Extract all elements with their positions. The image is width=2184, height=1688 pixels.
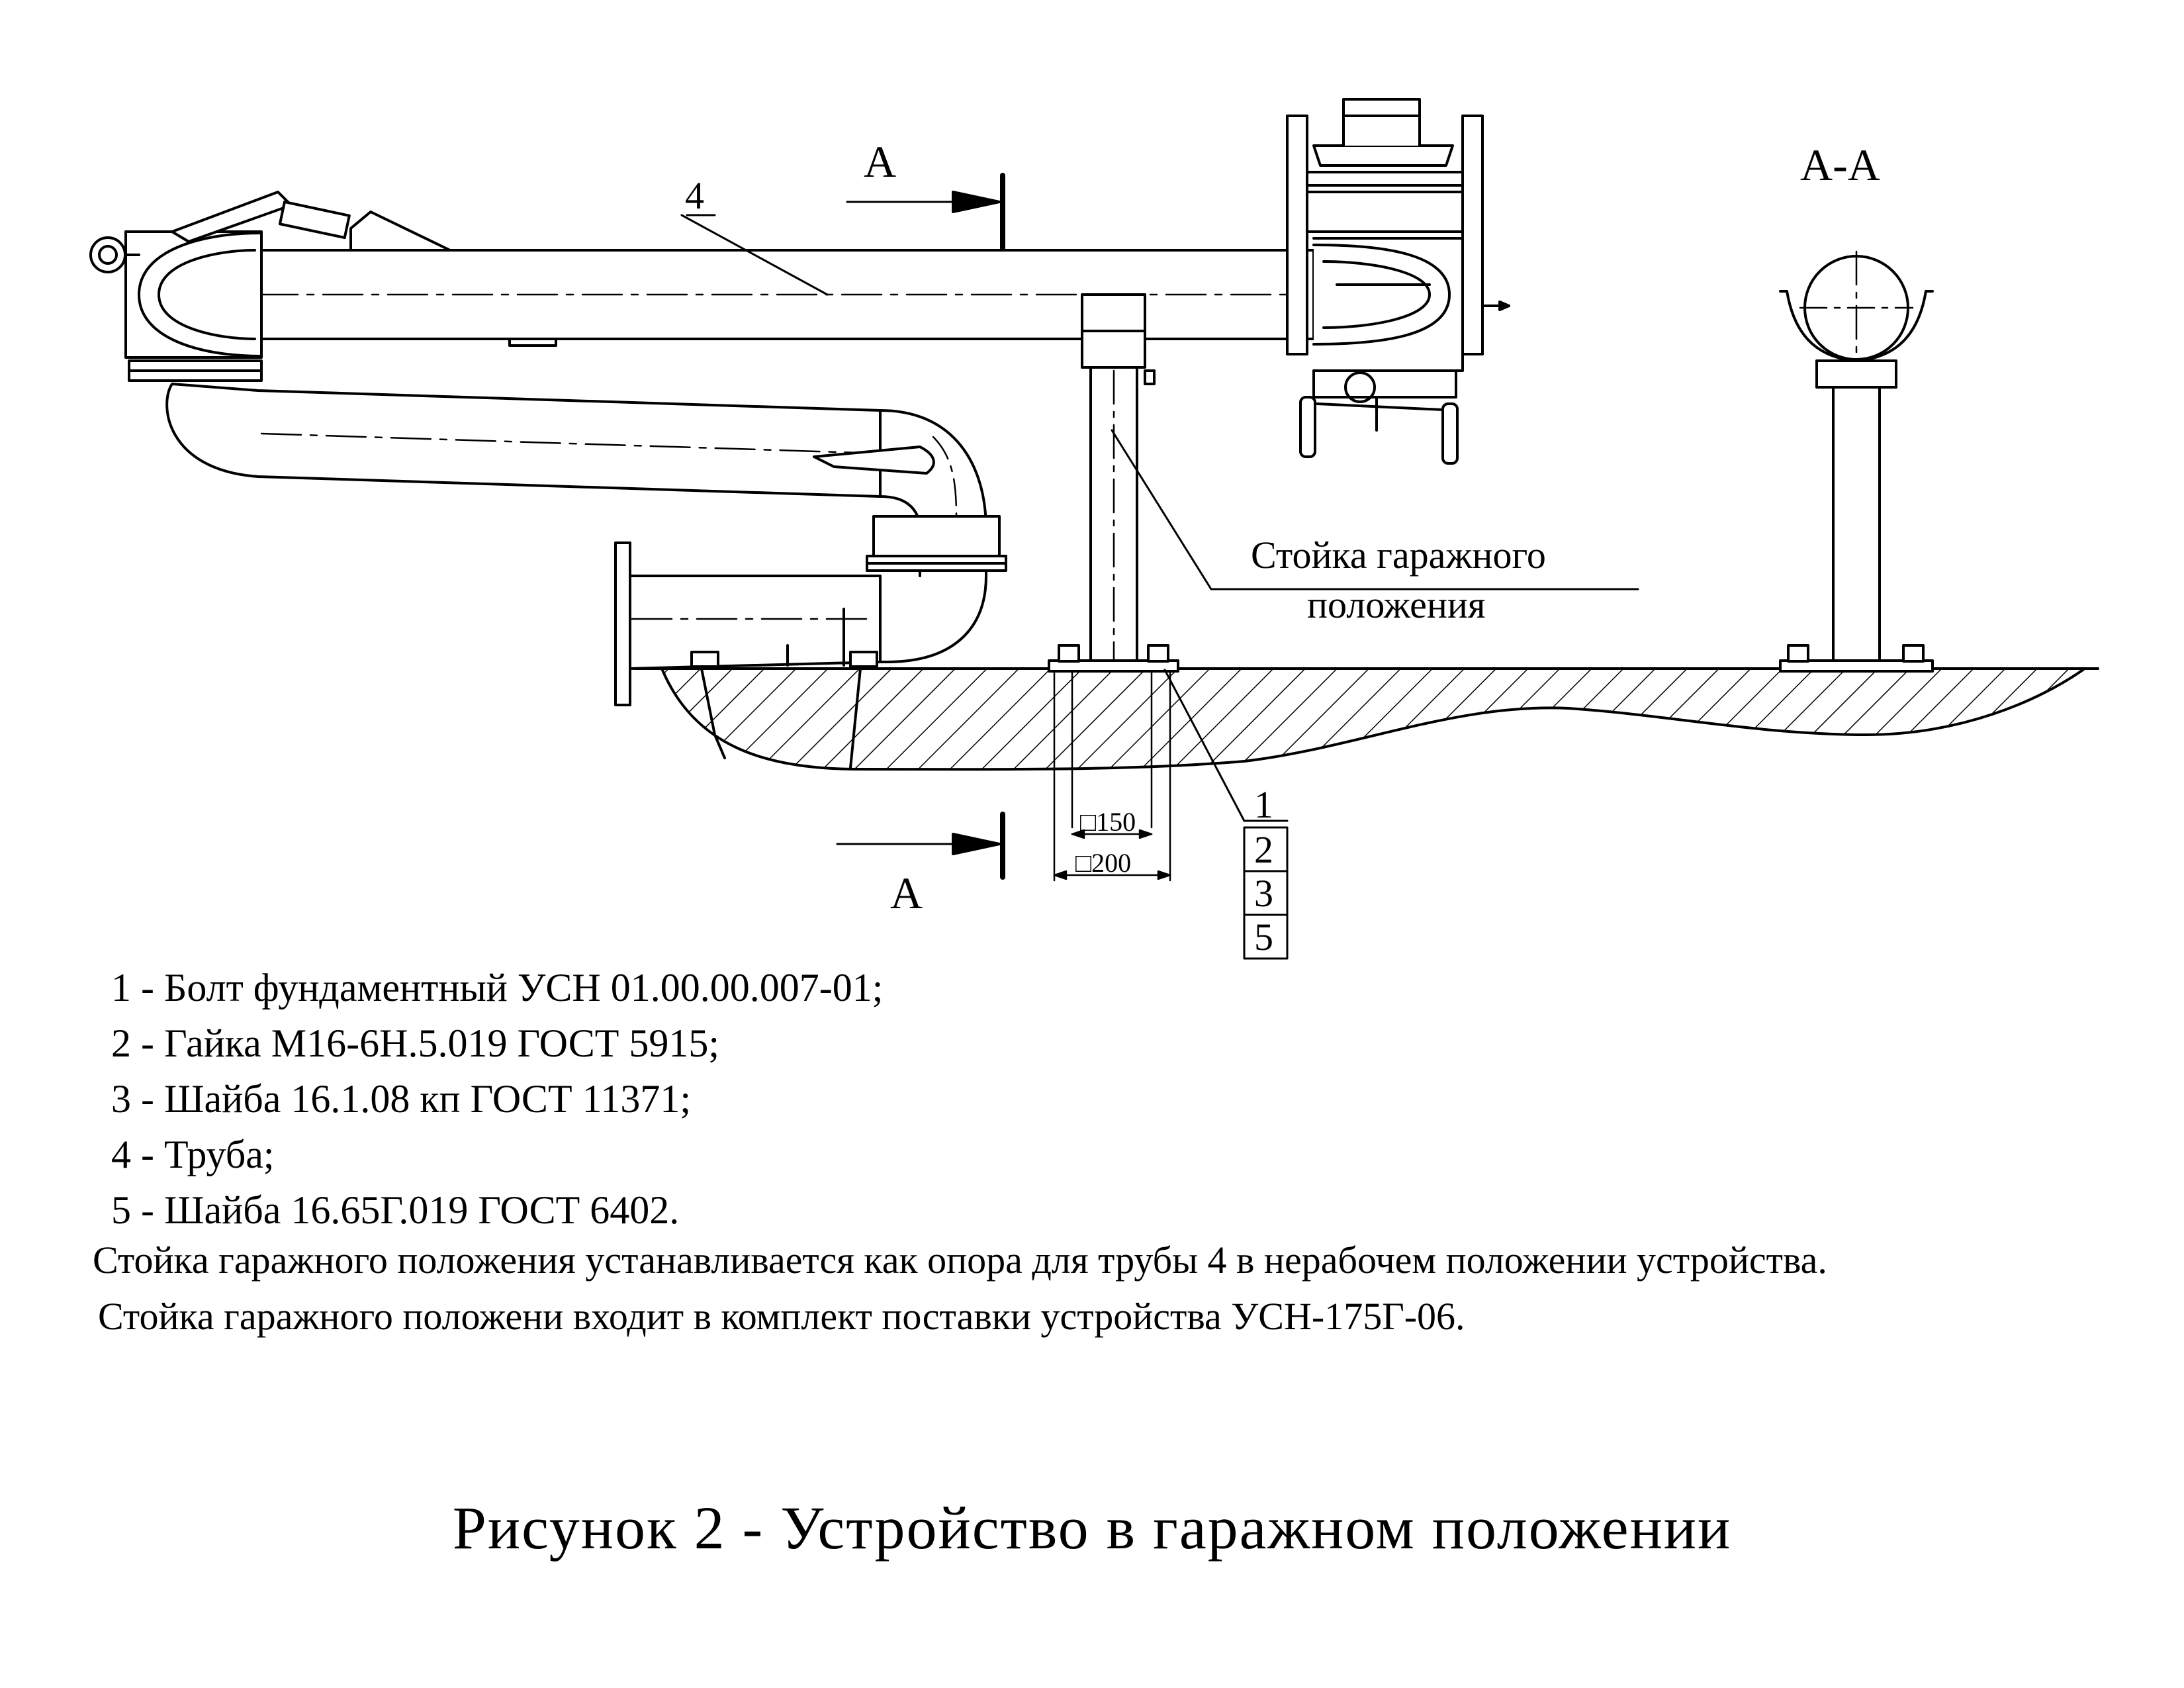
stand-label-line2: положения xyxy=(1307,583,1486,626)
inlet-pipe xyxy=(614,541,882,769)
parts-legend: 1 - Болт фундаментный УСН 01.00.00.007-0… xyxy=(111,960,883,1238)
dimension-inner: □150 xyxy=(1080,807,1136,837)
legend-item-2: 2 - Гайка М16-6Н.5.019 ГОСТ 5915; xyxy=(111,1021,720,1065)
stack-number-5: 5 xyxy=(1254,915,1273,959)
note-2: Стойка гаражного положени входит в компл… xyxy=(98,1295,1465,1338)
section-mark-top: А xyxy=(864,136,897,187)
stand-label-line1: Стойка гаражного xyxy=(1251,534,1546,577)
right-loading-head xyxy=(1286,98,1510,465)
section-mark-bottom: А xyxy=(890,868,923,918)
pipe-number-callout: 4 xyxy=(685,174,704,217)
lower-arm-pipe xyxy=(165,383,1007,663)
dimension-lines xyxy=(1053,829,1171,880)
main-pipe xyxy=(253,249,1315,347)
legend-item-3: 3 - Шайба 16.1.08 кп ГОСТ 11371; xyxy=(111,1077,692,1121)
leader-lines xyxy=(680,214,1639,960)
legend-item-5: 5 - Шайба 16.65Г.019 ГОСТ 6402. xyxy=(111,1188,680,1232)
section-aa-view xyxy=(1779,250,1934,673)
section-marker-top xyxy=(846,173,1005,251)
left-swivel-upper xyxy=(89,191,451,382)
legend-item-1: 1 - Болт фундаментный УСН 01.00.00.007-0… xyxy=(111,966,884,1009)
stack-number-2: 2 xyxy=(1254,828,1273,871)
figure-caption: Рисунок 2 - Устройство в гаражном положе… xyxy=(452,1494,1732,1562)
section-marker-bottom xyxy=(836,812,1005,880)
note-1: Стойка гаражного положения устанавливает… xyxy=(93,1239,1827,1282)
garage-stand xyxy=(1048,293,1179,882)
stack-number-3: 3 xyxy=(1254,872,1273,915)
dimension-outer: □200 xyxy=(1075,848,1132,878)
stack-number-1: 1 xyxy=(1254,783,1273,826)
legend-item-4: 4 - Труба; xyxy=(111,1133,275,1176)
section-title: А-А xyxy=(1800,140,1880,190)
